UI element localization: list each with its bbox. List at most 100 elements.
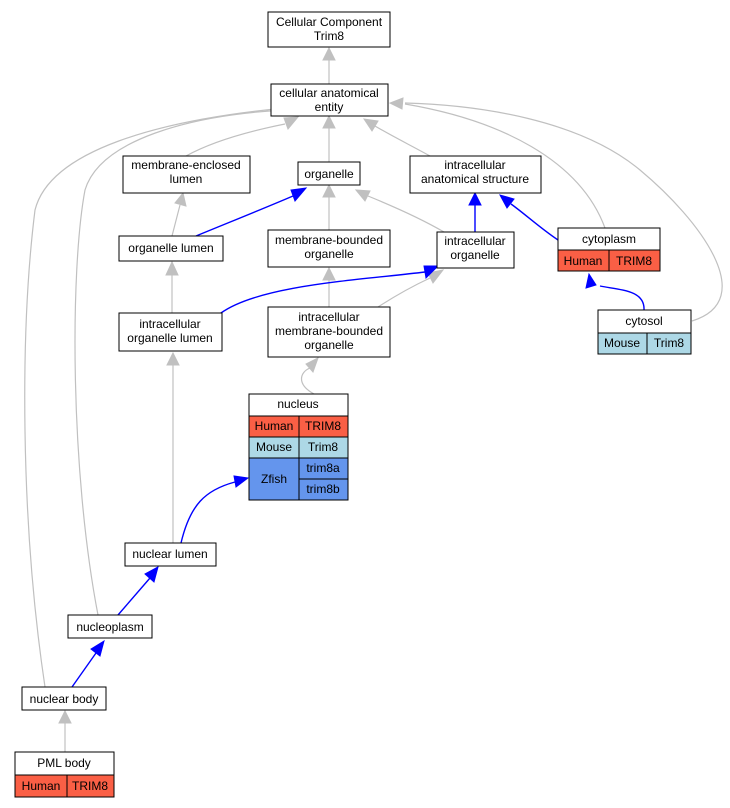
- node-cytoplasm[interactable]: cytoplasm Human TRIM8: [557, 227, 661, 272]
- node-cellular-component-trim8[interactable]: Cellular Component Trim8: [267, 11, 391, 48]
- edge-ol-to-mel-arrowhead: [174, 191, 187, 207]
- node-membrane-enclosed-lumen[interactable]: membrane-enclosed lumen: [122, 155, 251, 194]
- node-label: intracellular: [139, 317, 200, 331]
- node-label: cytoplasm: [582, 232, 636, 246]
- node-label: anatomical structure: [421, 172, 529, 186]
- node-nucleoplasm[interactable]: nucleoplasm: [67, 614, 153, 639]
- edge-iol-to-ol-arrowhead: [165, 260, 179, 276]
- node-label: membrane-bounded: [275, 233, 383, 247]
- node-label: organelle lumen: [127, 331, 212, 345]
- node-label: cytosol: [625, 314, 662, 328]
- species-label: Human: [564, 254, 603, 268]
- part-of-edges: [71, 187, 645, 688]
- species-label: Mouse: [604, 336, 640, 350]
- node-nuclear-lumen[interactable]: nuclear lumen: [124, 542, 217, 567]
- edge-iol-to-io: [220, 271, 426, 314]
- edge-nl-to-nucleus-arrowhead: [233, 475, 250, 488]
- node-cytosol[interactable]: cytosol Mouse Trim8: [597, 309, 692, 355]
- edge-np-to-nl: [117, 577, 151, 616]
- node-label: intracellular: [444, 158, 505, 172]
- gene-label: TRIM8: [616, 254, 652, 268]
- edge-ol-to-mel: [171, 204, 181, 237]
- node-label: nucleoplasm: [76, 620, 143, 634]
- edge-ias-to-cae-arrowhead: [362, 118, 379, 132]
- node-label: lumen: [170, 172, 203, 186]
- edge-nucleus-to-imbo-arrowhead: [305, 356, 319, 373]
- node-label: Cellular Component: [276, 15, 383, 29]
- edge-cytoplasm-to-cae: [404, 103, 606, 229]
- node-organelle-lumen[interactable]: organelle lumen: [118, 235, 224, 262]
- species-label: Human: [255, 419, 294, 433]
- edge-io-to-organelle: [367, 195, 445, 233]
- edge-np-to-nl-arrowhead: [144, 566, 159, 583]
- human-gene-cell: [66, 774, 115, 798]
- node-label: organelle: [304, 247, 354, 261]
- edge-nucleus-to-imbo: [300, 367, 315, 395]
- edge-io-to-ias-arrowhead: [468, 191, 482, 206]
- node-cellular-anatomical-entity[interactable]: cellular anatomical entity: [270, 83, 389, 117]
- edge-mbo-to-organelle-arrowhead: [322, 183, 336, 198]
- edge-cytoplasm-to-cae-arrowhead: [388, 97, 404, 110]
- edge-cae-to-root-arrowhead: [322, 46, 336, 61]
- node-label: entity: [315, 100, 344, 114]
- node-organelle[interactable]: organelle: [297, 161, 361, 186]
- species-label: Zfish: [261, 472, 287, 486]
- species-label: Human: [22, 779, 61, 793]
- edge-ol-to-organelle-arrowhead: [290, 187, 308, 202]
- edge-cytoplasm-to-ias-arrowhead: [498, 194, 515, 209]
- zfish-gene-cell: [298, 478, 349, 501]
- node-label: nuclear body: [30, 692, 99, 706]
- edge-iol-to-io-arrowhead: [423, 265, 440, 280]
- edge-mel-to-cae-arrowhead: [283, 116, 300, 130]
- node-label: membrane-enclosed: [131, 158, 240, 172]
- edge-nl-to-iol-arrowhead: [166, 351, 180, 366]
- gene-label: trim8a: [306, 461, 340, 475]
- node-pml-body[interactable]: PML body Human TRIM8: [14, 751, 115, 798]
- node-membrane-bounded-organelle[interactable]: membrane-bounded organelle: [267, 229, 391, 268]
- gene-label: TRIM8: [72, 779, 108, 793]
- node-label: organelle lumen: [128, 241, 213, 255]
- node-label: nucleus: [277, 397, 318, 411]
- mouse-gene-cell: [646, 332, 692, 355]
- gene-label: TRIM8: [305, 419, 341, 433]
- edge-io-to-organelle-arrowhead: [354, 189, 371, 202]
- node-label: organelle: [304, 167, 354, 181]
- edge-nb-to-np-arrowhead: [90, 639, 105, 657]
- gene-label: Trim8: [654, 336, 685, 350]
- edge-nb-to-np: [71, 652, 97, 688]
- edge-imbo-to-io-arrowhead: [427, 269, 445, 284]
- edge-cytosol-to-cae: [404, 102, 723, 322]
- edge-imbo-to-io: [377, 277, 431, 308]
- edge-cytosol-to-cytoplasm: [599, 285, 645, 311]
- gene-label: trim8b: [306, 482, 340, 496]
- edge-imbo-to-mbo-arrowhead: [322, 266, 336, 281]
- edge-ias-to-cae: [374, 125, 431, 157]
- node-label: organelle: [304, 338, 354, 352]
- edge-ol-to-organelle: [195, 195, 294, 237]
- edge-cytosol-to-cytoplasm-arrowhead: [585, 272, 597, 289]
- human-gene-cell: [608, 249, 661, 272]
- edge-pml-to-nb-arrowhead: [58, 709, 72, 724]
- node-intracellular-organelle-lumen[interactable]: intracellular organelle lumen: [118, 312, 223, 352]
- node-label: intracellular: [298, 310, 359, 324]
- edge-np-to-cae: [74, 109, 286, 616]
- gene-label: Trim8: [308, 440, 339, 454]
- node-nucleus[interactable]: nucleus Human TRIM8 Mouse Trim8 Zfish tr…: [248, 393, 349, 501]
- node-label: Trim8: [314, 29, 345, 43]
- node-nuclear-body[interactable]: nuclear body: [21, 686, 107, 711]
- node-intracellular-anatomical-structure[interactable]: intracellular anatomical structure: [409, 155, 542, 194]
- node-intracellular-membrane-bounded-organelle[interactable]: intracellular membrane-bounded organelle: [267, 306, 391, 358]
- edge-organelle-to-cae-arrowhead: [322, 114, 336, 129]
- node-label: organelle: [450, 248, 500, 262]
- node-label: membrane-bounded: [275, 324, 383, 338]
- is-a-edges: [24, 46, 723, 752]
- species-label: Mouse: [256, 440, 292, 454]
- node-label: intracellular: [444, 234, 505, 248]
- node-label: cellular anatomical: [279, 86, 378, 100]
- edge-nb-to-cae: [24, 107, 286, 688]
- edge-cytoplasm-to-ias: [510, 203, 559, 241]
- edge-nl-to-nucleus: [180, 481, 236, 544]
- node-label: nuclear lumen: [132, 547, 207, 561]
- node-intracellular-organelle[interactable]: intracellular organelle: [436, 231, 515, 269]
